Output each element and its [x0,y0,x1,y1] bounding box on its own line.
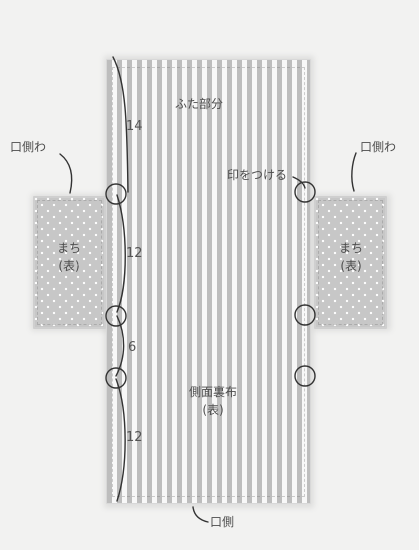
mark-label: 印をつける [227,168,288,182]
measurement-middle: 6 [128,340,137,355]
main-fabric-piece [106,59,311,504]
right-gusset-label: まち (表) [326,239,376,275]
measurement-bottom: 12 [126,430,143,445]
lining-label: 側面裏布 (表) [182,383,244,419]
left-gusset-piece [33,196,106,329]
right-gusset-label-line-1: まち [338,241,363,255]
right-opening-label: 口側わ [360,140,397,154]
measurement-upper-middle: 12 [126,246,143,261]
bottom-opening-label: 口側 [210,515,235,529]
left-gusset-label-line-1: まち [56,241,81,255]
bottom-opening-leader [192,506,209,523]
measurement-top: 14 [126,119,143,134]
right-gusset-label-line-2: (表) [340,259,362,273]
right-opening-leader [351,152,357,192]
right-gusset-piece [314,196,387,329]
flap-label: ふた部分 [175,97,224,111]
left-gusset-label-line-2: (表) [58,259,80,273]
lining-label-line-2: (表) [202,403,224,417]
left-gusset-label: まち (表) [44,239,94,275]
left-opening-leader [59,153,73,194]
left-opening-label: 口側わ [10,140,47,154]
lining-label-line-1: 側面裏布 [188,385,237,399]
